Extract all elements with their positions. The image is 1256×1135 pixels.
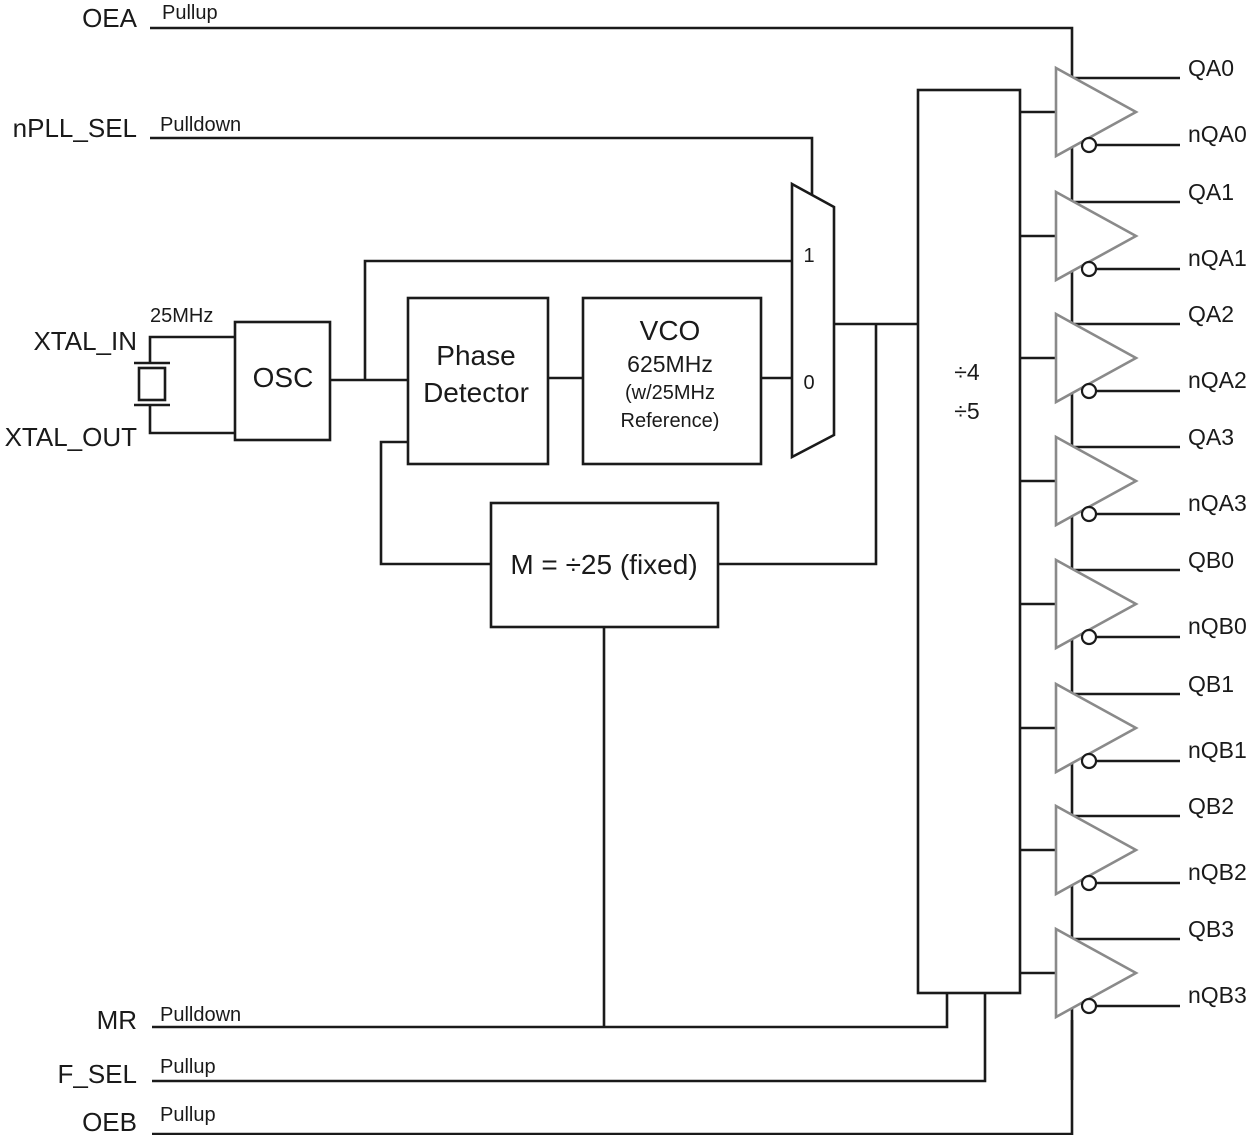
output-label-qa2: QA2 — [1188, 301, 1234, 327]
output-buffer-qb3: QB3 nQB3 — [1020, 916, 1247, 1020]
vco-ref-label-line1: (w/25MHz — [625, 382, 715, 404]
npll-sel-bias-label: Pulldown — [160, 114, 241, 136]
output-label-nqb1: nQB1 — [1188, 737, 1247, 763]
mr-wire — [152, 993, 949, 1029]
oeb-label: OEB — [82, 1107, 137, 1135]
oea-bias-label: Pullup — [162, 2, 218, 24]
output-buffer-qa1: QA1 nQA1 — [1020, 179, 1247, 283]
output-label-qa0: QA0 — [1188, 55, 1234, 81]
vco-ref-label-line2: Reference) — [621, 410, 720, 432]
crystal-freq-label: 25MHz — [150, 305, 213, 327]
f-sel-bias-label: Pullup — [160, 1056, 216, 1078]
vco-freq-label: 625MHz — [627, 351, 713, 377]
vco-block — [581, 296, 763, 466]
output-buffer-qb2: QB2 nQB2 — [1020, 793, 1247, 897]
mr-bias-label: Pulldown — [160, 1004, 241, 1026]
divide-by-5-label: ÷5 — [954, 398, 979, 424]
npll-sel-wire — [150, 136, 814, 196]
output-buffer-qa2: QA2 nQA2 — [1020, 301, 1247, 405]
output-label-qa1: QA1 — [1188, 179, 1234, 205]
output-label-nqa2: nQA2 — [1188, 367, 1247, 393]
xtal-out-label: XTAL_OUT — [5, 422, 138, 452]
mux-input-0-label: 0 — [803, 372, 814, 394]
oeb-wire — [152, 1020, 1074, 1135]
f-sel-wire — [152, 993, 987, 1083]
output-label-nqa3: nQA3 — [1188, 490, 1247, 516]
feedback-in-wire — [379, 440, 491, 566]
mr-label: MR — [97, 1005, 137, 1035]
feedback-divider-label: M = ÷25 (fixed) — [510, 549, 697, 580]
vco-label: VCO — [640, 315, 701, 346]
output-label-qb3: QB3 — [1188, 916, 1234, 942]
f-sel-label: F_SEL — [58, 1059, 138, 1089]
npll-sel-label: nPLL_SEL — [13, 113, 137, 143]
phase-detector-label-line1: Phase — [436, 340, 515, 371]
divide-by-4-label: ÷4 — [954, 359, 980, 385]
output-label-nqa1: nQA1 — [1188, 245, 1247, 271]
xtal-in-label: XTAL_IN — [33, 326, 137, 356]
oea-label: OEA — [82, 3, 138, 33]
output-divider-block — [916, 88, 1022, 995]
output-label-nqb2: nQB2 — [1188, 859, 1247, 885]
output-label-nqb3: nQB3 — [1188, 982, 1247, 1008]
output-label-qb1: QB1 — [1188, 671, 1234, 697]
ref-bypass-wire — [363, 259, 792, 380]
osc-block — [233, 320, 332, 442]
mux-input-1-label: 1 — [803, 245, 814, 267]
osc-label: OSC — [253, 362, 314, 393]
output-buffer-qa0: QA0 nQA0 — [1020, 55, 1247, 159]
oeb-bias-label: Pullup — [160, 1104, 216, 1126]
output-label-nqa0: nQA0 — [1188, 121, 1247, 147]
mux — [790, 181, 836, 460]
phase-detector-label-line2: Detector — [423, 377, 529, 408]
output-label-qb0: QB0 — [1188, 547, 1234, 573]
output-buffer-qa3: QA3 nQA3 — [1020, 424, 1247, 528]
phase-detector-block — [406, 296, 550, 466]
output-buffer-qb1: QB1 nQB1 — [1020, 671, 1247, 775]
crystal — [134, 335, 235, 435]
feedback-out-wire — [718, 324, 878, 566]
output-label-nqb0: nQB0 — [1188, 613, 1247, 639]
output-label-qa3: QA3 — [1188, 424, 1234, 450]
feedback-divider-block — [489, 501, 720, 629]
output-buffer-qb0: QB0 nQB0 — [1020, 547, 1247, 651]
output-label-qb2: QB2 — [1188, 793, 1234, 819]
